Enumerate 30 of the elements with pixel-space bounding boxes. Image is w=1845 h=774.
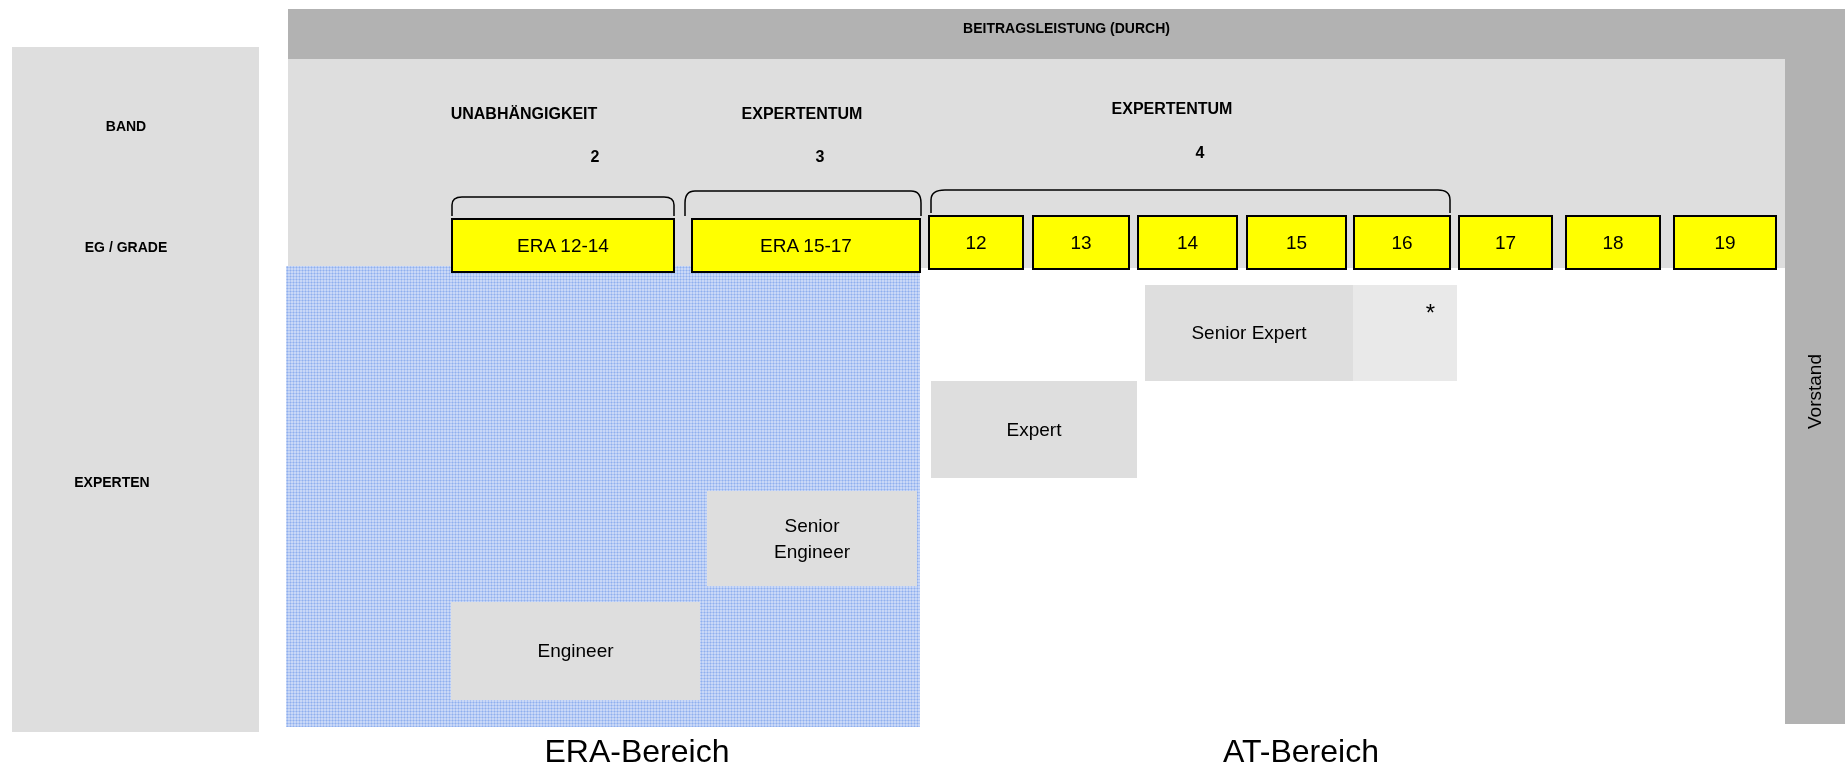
grade-box: 15: [1246, 215, 1347, 270]
grade-box: 13: [1032, 215, 1130, 270]
header-bar: BEITRAGSLEISTUNG (DURCH): [288, 9, 1845, 59]
row-label: EXPERTEN: [74, 474, 150, 490]
band-heading: EXPERTENTUM: [741, 105, 863, 123]
grade-box: ERA 15-17: [691, 218, 921, 273]
era-area: [286, 266, 920, 727]
area-caption: ERA-Bereich: [544, 733, 730, 770]
band-heading: EXPERTENTUM: [1111, 100, 1233, 118]
row-label: BAND: [105, 118, 147, 134]
area-caption: AT-Bereich: [1223, 733, 1379, 770]
band-heading: UNABHÄNGIGKEIT: [450, 105, 598, 123]
grade-box: 16: [1353, 215, 1451, 270]
band-number: 2: [590, 148, 600, 166]
grade-box: 17: [1458, 215, 1553, 270]
band-number: 4: [1195, 144, 1205, 162]
role-box: Expert: [931, 381, 1137, 478]
band-number: 3: [815, 148, 825, 166]
grade-box: ERA 12-14: [451, 218, 675, 273]
grade-box: 14: [1137, 215, 1238, 270]
role-box: Senior Engineer: [707, 491, 917, 586]
grade-box: 19: [1673, 215, 1777, 270]
note-box: *: [1353, 285, 1457, 381]
grade-box: 18: [1565, 215, 1661, 270]
board-bar: Vorstand: [1785, 59, 1845, 724]
role-box: Senior Expert: [1145, 285, 1353, 381]
grade-box: 12: [928, 215, 1024, 270]
row-label-panel: [12, 47, 259, 732]
row-label: EG / GRADE: [84, 239, 168, 255]
role-box: Engineer: [451, 602, 700, 700]
